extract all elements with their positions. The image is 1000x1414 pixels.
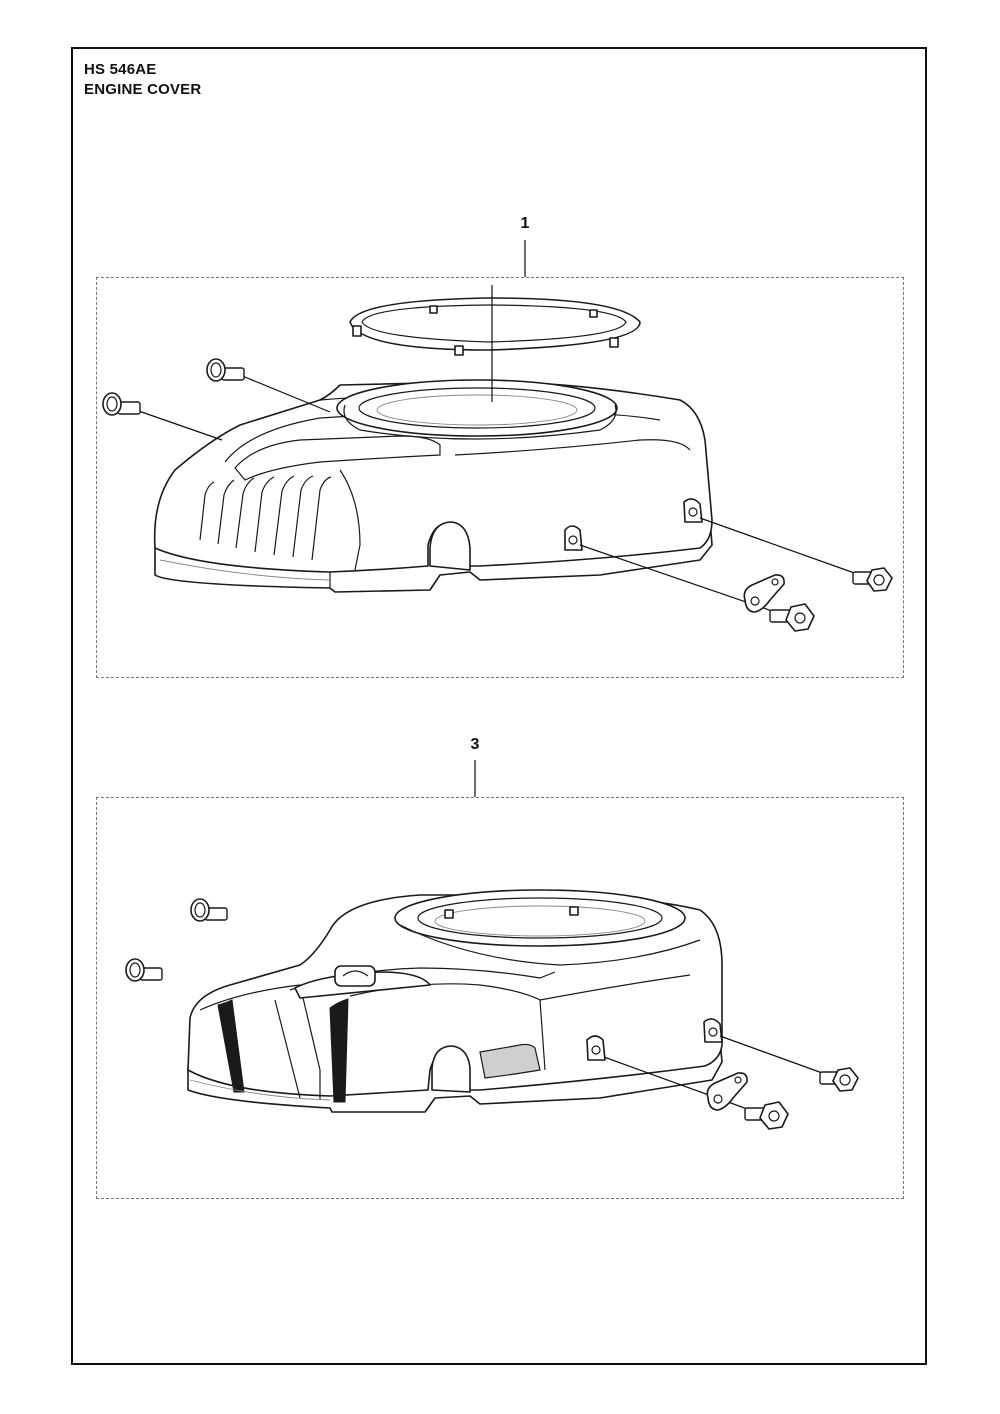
- callout-1[interactable]: 1: [520, 215, 530, 232]
- assembly-group-3: [96, 797, 904, 1199]
- engine-cover-3[interactable]: [187, 889, 723, 1113]
- engine-cover-1[interactable]: [153, 379, 713, 593]
- bolt-g3-right-lower[interactable]: [603, 1056, 789, 1130]
- mount-tab-2: [683, 498, 703, 523]
- bolt-g3-left-upper[interactable]: [190, 898, 228, 922]
- mount-tab-1: [564, 525, 583, 551]
- bolt-g3-right-upper[interactable]: [719, 1035, 859, 1092]
- bracket-clip-1[interactable]: [743, 574, 785, 613]
- brand-logo-badge: [334, 965, 376, 987]
- mount-tab-4: [703, 1018, 723, 1043]
- vent-grille: [199, 475, 332, 561]
- bolt-g3-left-lower[interactable]: [125, 958, 163, 982]
- bracket-clip-3[interactable]: [706, 1072, 748, 1111]
- assembly-group-1: [96, 277, 904, 678]
- bolt-left-lower[interactable]: [102, 392, 223, 441]
- model-name: HS 546AE: [84, 61, 157, 78]
- page-frame: [71, 47, 927, 1365]
- retaining-ring[interactable]: [349, 297, 641, 356]
- mount-tab-3: [586, 1035, 606, 1061]
- bolt-right-upper[interactable]: [699, 517, 893, 592]
- callout-3[interactable]: 3: [470, 736, 480, 753]
- page-title: HS 546AE ENGINE COVER: [84, 60, 201, 100]
- bolt-left-upper[interactable]: [206, 358, 331, 413]
- section-name: ENGINE COVER: [84, 81, 202, 98]
- bolt-right-lower[interactable]: [579, 544, 815, 632]
